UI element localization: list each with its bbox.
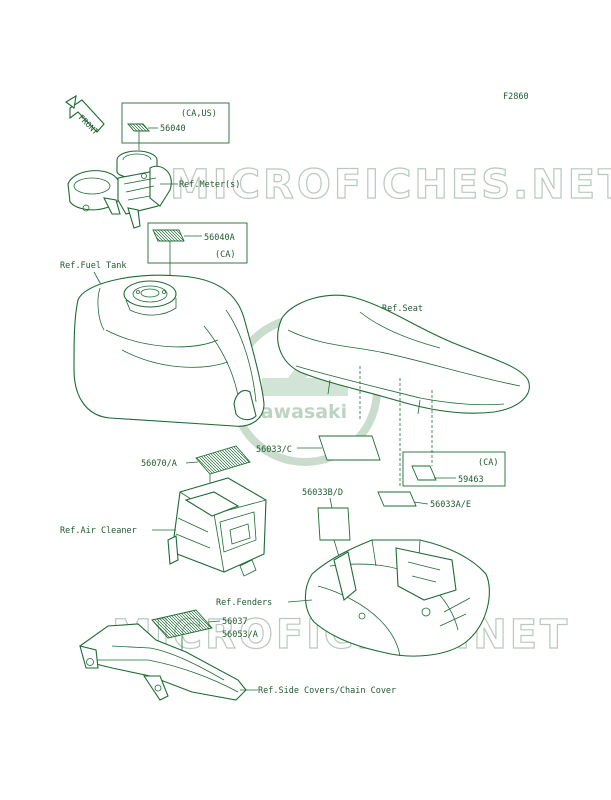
chain-cover: 56037 56053/A Ref.Side Covers/Chain Cove… <box>79 609 396 701</box>
decal-56040a <box>152 229 185 242</box>
label-56070a: 56070/A <box>141 459 177 469</box>
kawasaki-logo-text: Kawasaki <box>246 401 347 423</box>
diagram-code: F2860 <box>503 92 529 102</box>
rear-fender: 56033B/D Ref.Fenders <box>216 488 490 657</box>
callout-box-59463 <box>402 451 506 487</box>
label-56037: 56037 <box>222 617 248 627</box>
label-ca-us: (CA,US) <box>181 109 217 119</box>
air-cleaner: 56070/A Ref.Air Cleaner <box>60 445 267 577</box>
decal-56033bd <box>317 507 351 541</box>
decal-59463 <box>411 465 437 481</box>
watermark-top: MICROFICHES.NET <box>170 162 611 208</box>
label-ref-air-cleaner: Ref.Air Cleaner <box>60 526 137 536</box>
decal-group-56033ae: 56033A/E <box>377 491 471 510</box>
decal-group-56033c: 56033/C <box>256 435 381 461</box>
callout-59463: (CA) 59463 <box>402 451 506 487</box>
label-ca-1: (CA) <box>215 250 235 260</box>
label-56033ae: 56033A/E <box>430 500 471 510</box>
label-56053a: 56053/A <box>222 630 258 640</box>
front-arrow-icon: FRONT <box>65 94 105 137</box>
decal-56033c <box>318 435 381 461</box>
callout-box-56040a <box>147 222 248 264</box>
label-56040: 56040 <box>160 124 186 134</box>
label-ref-fenders: Ref.Fenders <box>216 598 272 608</box>
label-ref-side-covers: Ref.Side Covers/Chain Cover <box>258 686 396 696</box>
fuel-tank: 56040A (CA) Ref.Fuel Tank <box>60 222 265 427</box>
seat: Ref.Seat <box>277 294 530 488</box>
callout-box-56040 <box>121 102 230 144</box>
decal-56037-56053a <box>151 609 213 639</box>
label-ca-2: (CA) <box>478 458 498 468</box>
decal-56040 <box>127 123 150 132</box>
label-ref-seat: Ref.Seat <box>382 304 423 314</box>
label-59463: 59463 <box>458 475 484 485</box>
label-56033c: 56033/C <box>256 445 292 455</box>
decal-56033ae <box>377 491 417 507</box>
label-56033bd: 56033B/D <box>302 488 343 498</box>
label-56040a: 56040A <box>204 233 235 243</box>
meter-assembly: (CA,US) 56040 Ref.Meter(s) <box>67 102 240 229</box>
label-ref-meters: Ref.Meter(s) <box>179 180 240 190</box>
label-ref-fuel-tank: Ref.Fuel Tank <box>60 261 127 271</box>
decal-56070a <box>195 445 251 475</box>
